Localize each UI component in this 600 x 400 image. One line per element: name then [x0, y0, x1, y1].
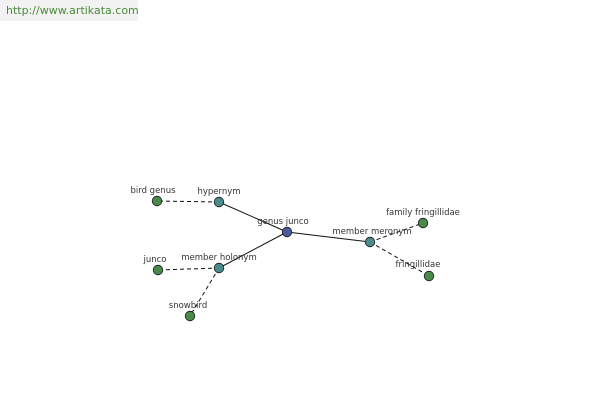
- label-bird-genus[interactable]: bird genus: [130, 186, 176, 196]
- edge-genus-junco-hypernym: [218, 201, 288, 233]
- node-member-meronym[interactable]: [364, 236, 376, 248]
- label-member-meronym[interactable]: member meronym: [332, 227, 411, 237]
- label-hypernym[interactable]: hypernym: [197, 187, 240, 197]
- node-hypernym[interactable]: [213, 196, 225, 208]
- label-junco[interactable]: junco: [142, 255, 166, 265]
- node-member-holonym[interactable]: [213, 262, 225, 274]
- labels-layer: genus junco hypernym member holonym member …: [130, 186, 459, 311]
- label-member-holonym[interactable]: member holonym: [181, 253, 256, 263]
- edge-member-holonym-snowbird: [189, 267, 220, 317]
- label-family-fringillidae[interactable]: family fringillidae: [386, 208, 460, 218]
- edges-layer: [156, 200, 430, 317]
- node-genus-junco[interactable]: [281, 226, 293, 238]
- url-banner[interactable]: http://www.artikata.com: [0, 0, 139, 21]
- edge-hypernym-bird-genus: [156, 200, 220, 203]
- node-bird-genus[interactable]: [151, 195, 163, 207]
- nodes-layer: [151, 195, 435, 322]
- edge-member-meronym-fringillidae: [369, 241, 430, 277]
- edge-member-holonym-junco: [157, 267, 220, 271]
- edge-member-meronym-family-fringillidae: [369, 222, 424, 243]
- node-snowbird[interactable]: [184, 310, 196, 322]
- node-family-fringillidae[interactable]: [417, 217, 429, 229]
- node-fringillidae[interactable]: [423, 270, 435, 282]
- node-junco[interactable]: [152, 264, 164, 276]
- label-fringillidae[interactable]: fringillidae: [396, 260, 441, 270]
- label-genus-junco[interactable]: genus junco: [257, 217, 309, 227]
- edge-genus-junco-member-meronym: [286, 231, 371, 243]
- edge-genus-junco-member-holonym: [218, 231, 288, 269]
- label-snowbird[interactable]: snowbird: [169, 301, 207, 311]
